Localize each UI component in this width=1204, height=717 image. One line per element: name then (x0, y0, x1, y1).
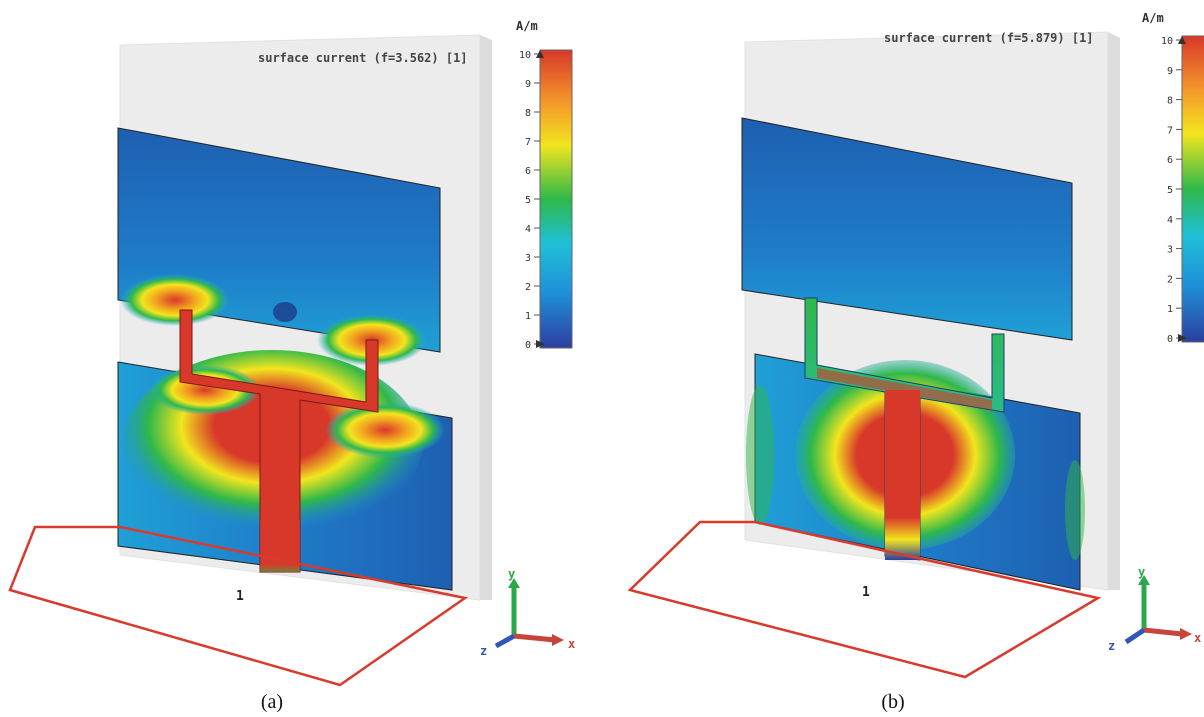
plot-title: surface current (f=3.562) [1] (258, 51, 468, 65)
colorbar-tick-label: 4 (1167, 215, 1173, 226)
feed-line (804, 297, 1005, 561)
colorbar-tick-label: 7 (525, 137, 531, 148)
top-patch (741, 117, 1073, 341)
colorbar-max-marker (536, 50, 544, 58)
colorbar-max-marker (1178, 36, 1186, 44)
port-outline (8, 525, 469, 687)
colorbar-tick-label: 3 (525, 253, 531, 264)
caption-b: (b) (881, 691, 904, 713)
colorbar-min-marker (1178, 334, 1187, 342)
colorbar-tick-label: 3 (1167, 245, 1173, 256)
port-label: 1 (236, 589, 244, 604)
colorbar-scale (1181, 35, 1204, 343)
colorbar-unit: A/m (516, 19, 538, 33)
substrate-side (1108, 32, 1120, 590)
axis-label-z: z (1108, 639, 1115, 653)
axis-label-x: x (568, 637, 575, 651)
axis-label-y: y (508, 567, 515, 581)
colorbar-tick-label: 10 (1161, 36, 1173, 47)
plot-title: surface current (f=5.879) [1] (884, 31, 1094, 45)
colorbar-tick-label: 6 (1167, 155, 1173, 166)
colorbar-tick-label: 10 (519, 50, 531, 61)
axis-label-z: z (480, 644, 487, 658)
colorbar-unit: A/m (1142, 11, 1164, 25)
axis-label-x: x (1194, 631, 1201, 645)
colorbar-tick-label: 0 (1167, 334, 1173, 345)
colorbar-scale (539, 49, 573, 349)
colorbar-tick-label: 1 (1167, 304, 1173, 315)
colorbar-tick-label: 2 (525, 282, 531, 293)
axis-label-y: y (1138, 565, 1145, 579)
panel-b: 1 surface current (f=5.879) [1] A/m 1098… (627, 11, 1204, 713)
colorbar-tick-label: 0 (525, 340, 531, 351)
panel-a: 1 surface current (f=3.562) [1] A/m 1098… (8, 19, 575, 713)
colorbar-tick-label: 1 (525, 311, 531, 322)
port-label: 1 (862, 585, 870, 600)
colorbar-tick-label: 9 (525, 79, 531, 90)
axes-triad: y x z (480, 567, 575, 658)
feed-line (179, 309, 379, 573)
colorbar-tick-label: 7 (1167, 125, 1173, 136)
colorbar-tick-label: 9 (1167, 66, 1173, 77)
axes-triad: y x z (1108, 565, 1201, 653)
colorbar-tick-label: 8 (525, 108, 531, 119)
colorbar-tick-label: 4 (525, 224, 531, 235)
colorbar-tick-label: 6 (525, 166, 531, 177)
colorbar-min-marker (536, 340, 545, 348)
substrate-side (480, 35, 492, 600)
port-outline (627, 520, 1102, 679)
colorbar-tick-label: 5 (1167, 185, 1173, 196)
colorbar-tick-label: 8 (1167, 96, 1173, 107)
colorbar-tick-label: 5 (525, 195, 531, 206)
colorbar-tick-label: 2 (1167, 274, 1173, 285)
top-patch (117, 127, 441, 366)
caption-a: (a) (261, 691, 283, 713)
